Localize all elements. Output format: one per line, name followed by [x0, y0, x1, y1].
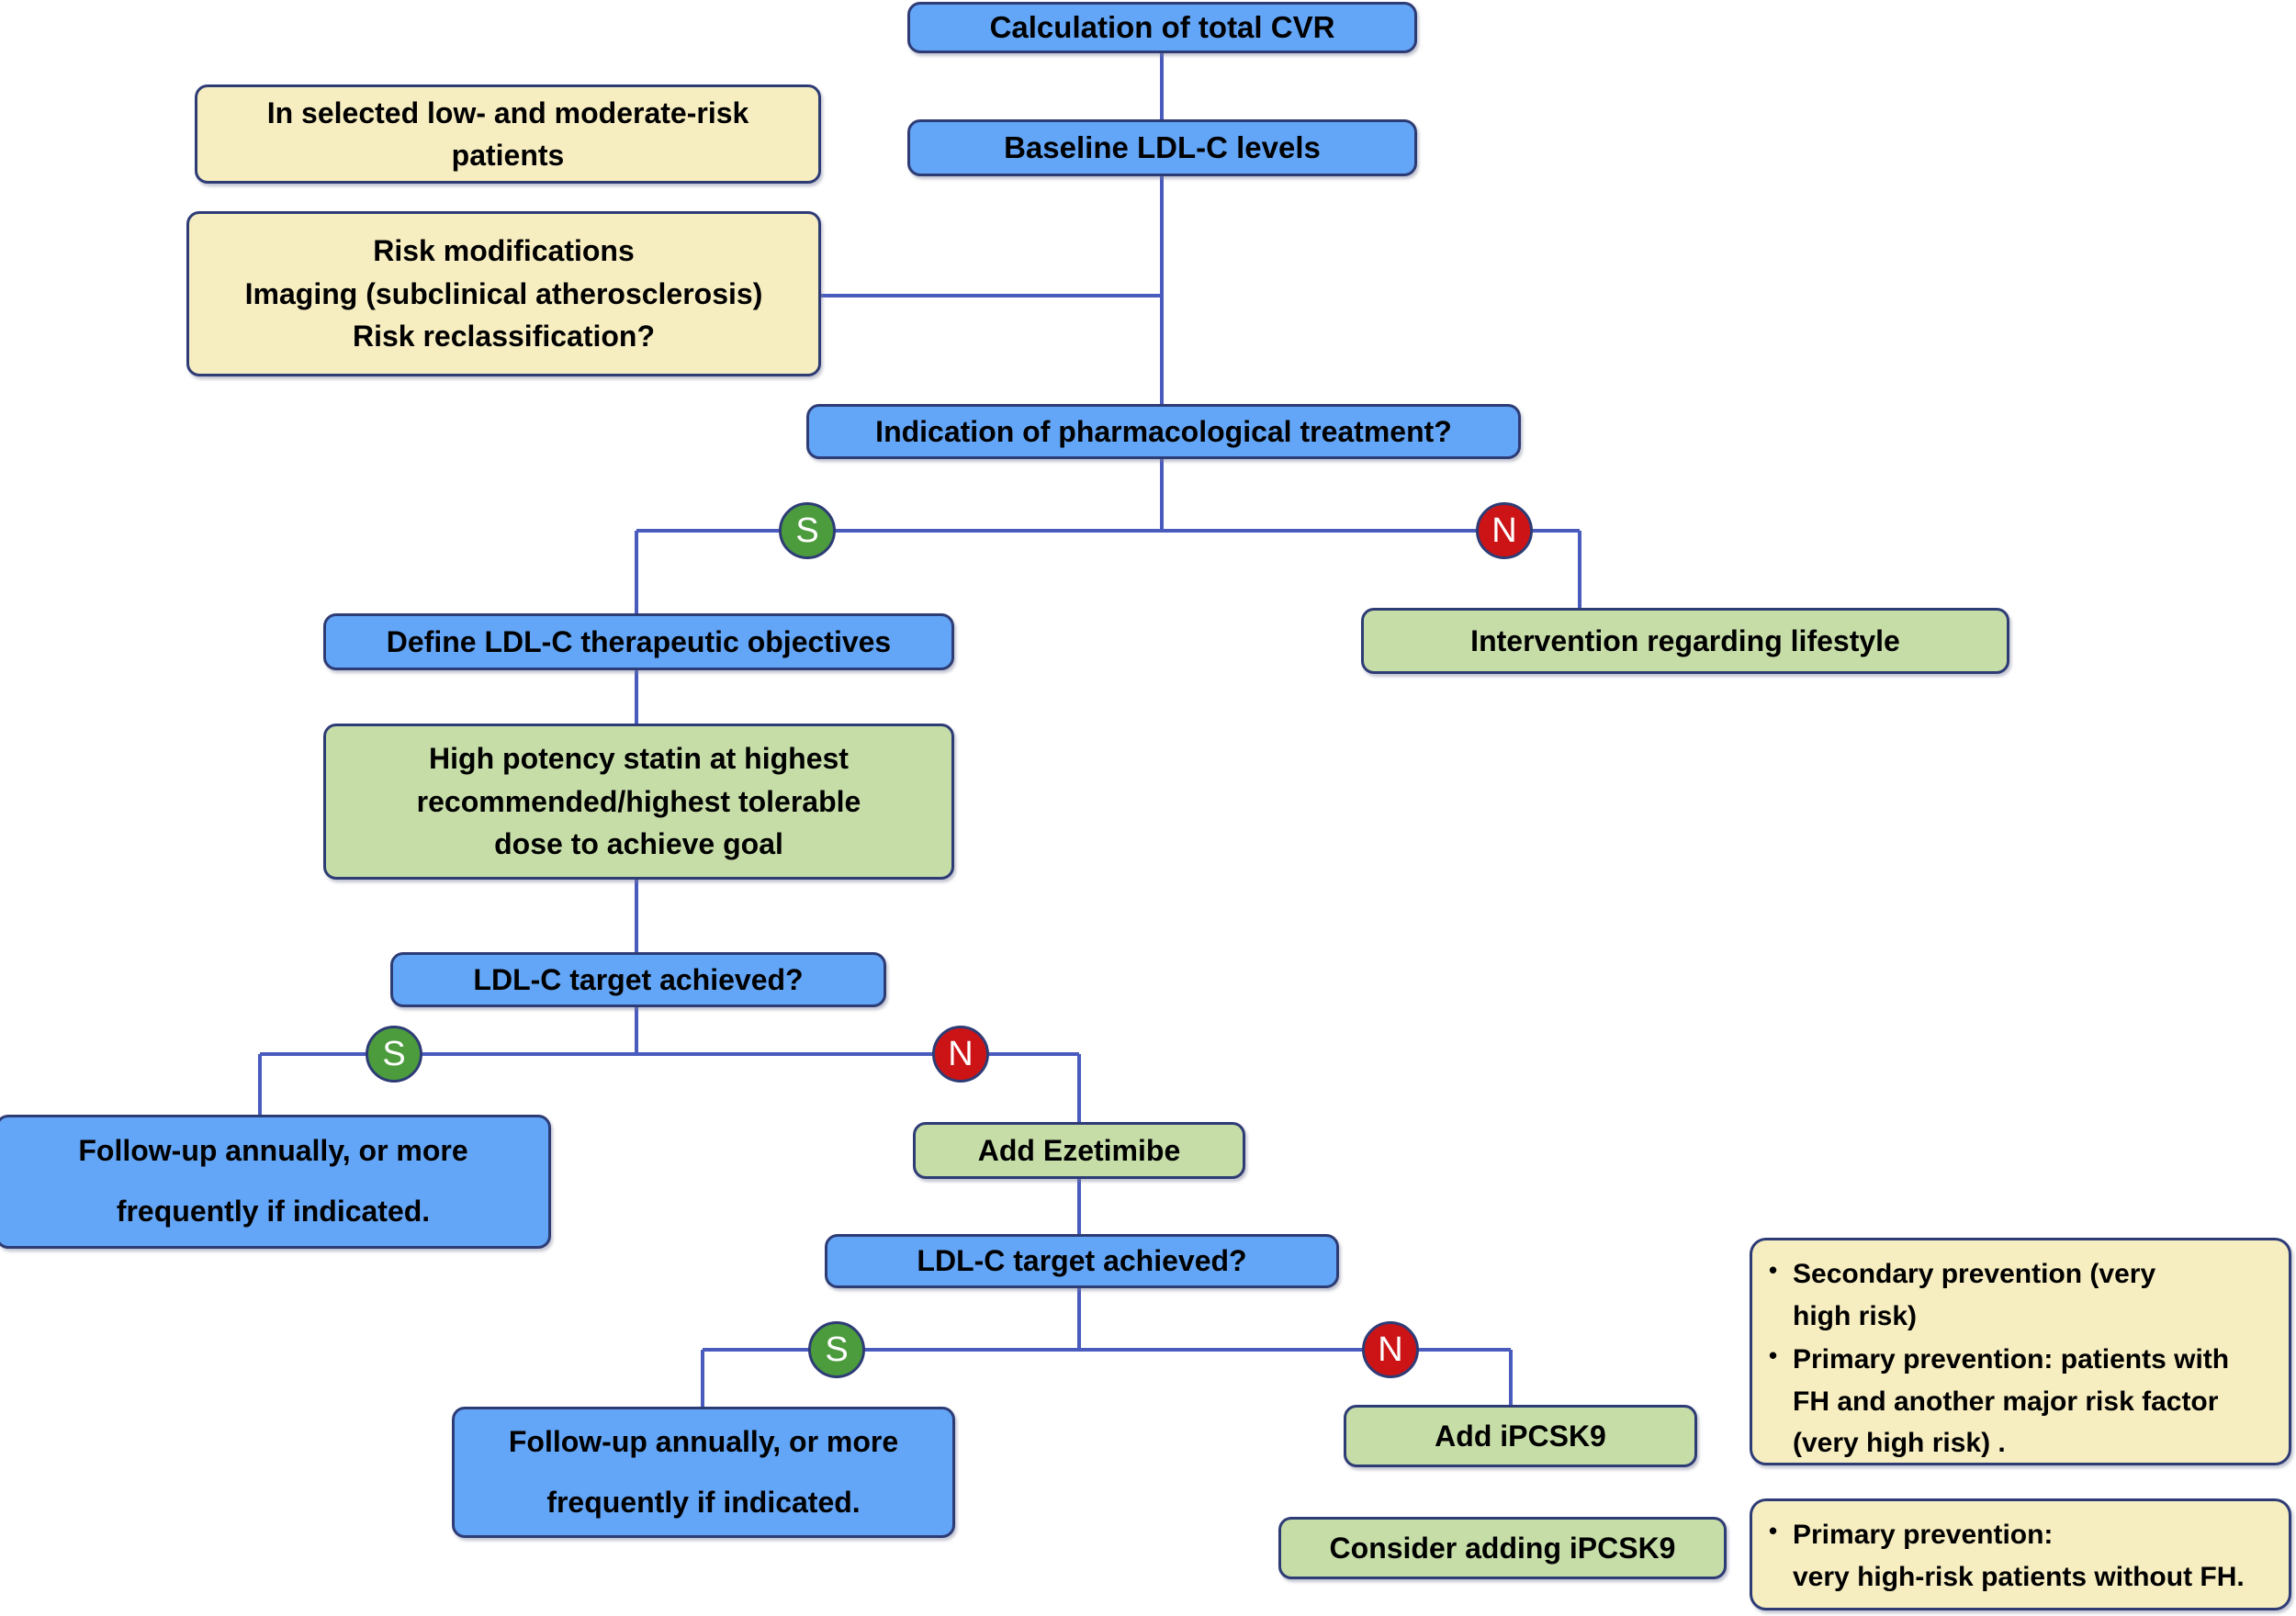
node-label: Consider adding iPCSK9: [1329, 1531, 1676, 1565]
legend-item: Primary prevention: very high-risk patie…: [1769, 1513, 2272, 1598]
badge-label: N: [1378, 1330, 1403, 1369]
node-label: Intervention regarding lifestyle: [1470, 623, 1900, 657]
node-indication-treatment[interactable]: Indication of pharmacological treatment?: [806, 404, 1521, 459]
node-label: Follow-up annually, or more frequently i…: [508, 1424, 899, 1519]
node-risk-modifications[interactable]: Risk modifications Imaging (subclinical …: [186, 211, 821, 376]
badge-label: S: [382, 1034, 406, 1073]
node-selected-patients[interactable]: In selected low- and moderate-risk patie…: [195, 84, 821, 184]
node-label: High potency statin at highest recommend…: [416, 742, 861, 861]
node-lifestyle-intervention[interactable]: Intervention regarding lifestyle: [1361, 608, 2009, 674]
node-label: Follow-up annually, or more frequently i…: [78, 1134, 468, 1228]
node-target-achieved-2[interactable]: LDL-C target achieved?: [825, 1234, 1339, 1288]
node-high-potency-statin[interactable]: High potency statin at highest recommend…: [323, 724, 954, 880]
badge-label: S: [825, 1330, 849, 1369]
legend-primary-prevention: Primary prevention: very high-risk patie…: [1750, 1498, 2291, 1610]
node-followup-2[interactable]: Follow-up annually, or more frequently i…: [452, 1407, 955, 1538]
badge-label: N: [948, 1034, 974, 1073]
badge-yes-target-1: S: [366, 1026, 422, 1083]
node-add-ezetimibe[interactable]: Add Ezetimibe: [913, 1122, 1245, 1179]
node-consider-ipcsk9[interactable]: Consider adding iPCSK9: [1278, 1517, 1727, 1579]
node-define-objectives[interactable]: Define LDL-C therapeutic objectives: [323, 613, 954, 670]
badge-no-indication: N: [1476, 502, 1533, 559]
node-label: Risk modifications Imaging (subclinical …: [244, 234, 763, 354]
legend-item: Secondary prevention (very high risk): [1769, 1252, 2272, 1337]
badge-yes-target-2: S: [808, 1321, 865, 1378]
node-calculation-cvr[interactable]: Calculation of total CVR: [907, 2, 1417, 53]
node-label: In selected low- and moderate-risk patie…: [266, 95, 749, 172]
node-target-achieved-1[interactable]: LDL-C target achieved?: [390, 952, 886, 1007]
legend-list: Secondary prevention (very high risk) Pr…: [1761, 1252, 2272, 1464]
node-followup-1[interactable]: Follow-up annually, or more frequently i…: [0, 1115, 551, 1249]
badge-no-target-2: N: [1362, 1321, 1419, 1378]
badge-label: N: [1491, 511, 1517, 550]
node-label: Add iPCSK9: [1435, 1419, 1606, 1453]
node-label: Baseline LDL-C levels: [1004, 130, 1321, 165]
legend-item: Primary prevention: patients with FH and…: [1769, 1338, 2272, 1464]
legend-very-high-risk: Secondary prevention (very high risk) Pr…: [1750, 1238, 2291, 1465]
legend-list: Primary prevention: very high-risk patie…: [1761, 1513, 2272, 1598]
node-baseline-ldl[interactable]: Baseline LDL-C levels: [907, 119, 1417, 176]
node-label: LDL-C target achieved?: [917, 1244, 1247, 1278]
node-label: Indication of pharmacological treatment?: [875, 414, 1452, 448]
node-add-ipcsk9[interactable]: Add iPCSK9: [1344, 1405, 1697, 1467]
badge-no-target-1: N: [932, 1026, 989, 1083]
node-label: Calculation of total CVR: [989, 10, 1335, 45]
node-label: LDL-C target achieved?: [473, 962, 804, 996]
badge-label: S: [795, 511, 819, 550]
badge-yes-indication: S: [779, 502, 836, 559]
node-label: Add Ezetimibe: [977, 1133, 1181, 1167]
node-label: Define LDL-C therapeutic objectives: [386, 624, 892, 658]
